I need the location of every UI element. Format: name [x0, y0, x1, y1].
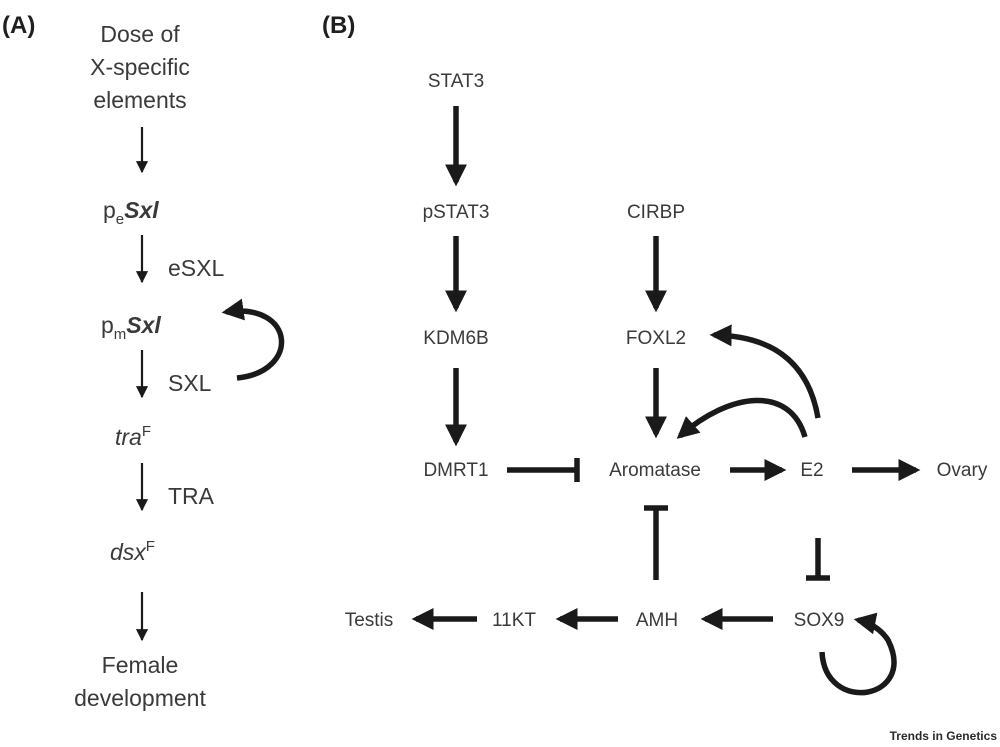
node-sox9: SOX9	[794, 610, 845, 631]
node-dmrt1: DMRT1	[423, 460, 488, 481]
inhibit-e2-sox9	[806, 538, 830, 581]
panel-b-label: (B)	[322, 12, 355, 39]
node-testis: Testis	[345, 610, 394, 631]
node-dose-line3: elements	[93, 87, 186, 113]
node-cirbp: CIRBP	[627, 202, 685, 223]
arrow-sxl-feedback	[221, 298, 285, 381]
node-e2: E2	[800, 460, 823, 481]
node-pstat3: pSTAT3	[423, 202, 490, 223]
node-female-line1: Female	[102, 652, 179, 678]
node-11kt: 11KT	[492, 610, 536, 631]
dsx-gene: dsx	[110, 539, 147, 565]
node-dose-line2: X-specific	[90, 54, 190, 80]
edge-label-sxl: SXL	[168, 370, 212, 396]
node-dose-line1: Dose of	[100, 21, 180, 47]
node-amh: AMH	[636, 610, 678, 631]
node-pm-sxl: pmSxl	[101, 312, 161, 343]
arrow-e2-to-aromatase	[676, 397, 808, 439]
node-pe-sxl: peSxl	[103, 197, 159, 228]
edge-label-tra: TRA	[168, 483, 215, 509]
tra-gene: tra	[115, 424, 142, 450]
dsx-sup: F	[146, 538, 155, 555]
node-ovary: Ovary	[937, 460, 988, 481]
tra-sup: F	[142, 423, 151, 440]
pe-sub: e	[116, 211, 124, 228]
node-tra-f: traF	[115, 423, 151, 450]
arrow-sox9-self-loop	[819, 612, 897, 696]
pm-p: p	[101, 312, 114, 338]
inhibit-dmrt1-aromatase	[507, 458, 580, 482]
journal-credit: Trends in Genetics	[890, 729, 998, 743]
panel-a-label: (A)	[2, 12, 35, 39]
pm-sub: m	[114, 326, 127, 343]
pe-gene: Sxl	[124, 197, 159, 223]
node-aromatase: Aromatase	[609, 460, 701, 481]
pm-gene: Sxl	[126, 312, 161, 338]
node-female-line2: development	[74, 685, 206, 711]
arrow-e2-to-foxl2	[709, 324, 821, 419]
pe-p: p	[103, 197, 116, 223]
node-kdm6b: KDM6B	[423, 328, 488, 349]
node-stat3: STAT3	[428, 71, 484, 92]
inhibit-amh-aromatase	[644, 505, 668, 580]
edge-label-esxl: eSXL	[168, 255, 224, 281]
node-dsx-f: dsxF	[110, 538, 155, 565]
node-foxl2: FOXL2	[626, 328, 686, 349]
